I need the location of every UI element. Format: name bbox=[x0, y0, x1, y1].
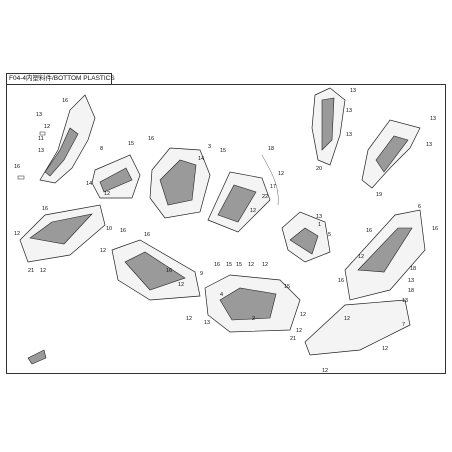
callout: 13 bbox=[38, 148, 44, 154]
callout: 13 bbox=[204, 320, 210, 326]
right-bracket bbox=[281, 211, 331, 263]
callout: 13 bbox=[426, 142, 432, 148]
callout: 14 bbox=[86, 181, 92, 187]
callout: 16 bbox=[148, 136, 154, 142]
callout: 12 bbox=[344, 316, 350, 322]
callout: 12 bbox=[104, 191, 110, 197]
callout: 13 bbox=[402, 298, 408, 304]
callout-labels: 16 13 12 11 13 16 8 14 12 15 16 3 14 15 … bbox=[14, 88, 438, 374]
callout: 13 bbox=[430, 116, 436, 122]
callout: 15 bbox=[284, 284, 290, 290]
direction-arrow-icon bbox=[27, 349, 47, 365]
callout: 16 bbox=[14, 164, 20, 170]
callout: 12 bbox=[14, 231, 20, 237]
callout: 16 bbox=[144, 232, 150, 238]
callout: 12 bbox=[178, 282, 184, 288]
callout: 16 bbox=[42, 206, 48, 212]
callout: 16 bbox=[338, 278, 344, 284]
callout: 12 bbox=[322, 368, 328, 374]
callout: 1 bbox=[318, 222, 321, 228]
callout: 16 bbox=[432, 226, 438, 232]
callout: 12 bbox=[44, 124, 50, 130]
center-floor bbox=[111, 239, 201, 301]
callout: 12 bbox=[250, 208, 256, 214]
left-rear-panel bbox=[17, 94, 96, 184]
callout: 13 bbox=[316, 214, 322, 220]
callout: 10 bbox=[106, 226, 112, 232]
right-side-panel bbox=[304, 209, 426, 356]
callout: 15 bbox=[220, 148, 226, 154]
center-left-panel bbox=[91, 154, 141, 199]
callout: 12 bbox=[40, 268, 46, 274]
callout: 13 bbox=[36, 112, 42, 118]
callout: 12 bbox=[296, 328, 302, 334]
callout: 4 bbox=[220, 292, 223, 298]
callout: 2 bbox=[252, 316, 255, 322]
callout: 12 bbox=[382, 346, 388, 352]
callout: 12 bbox=[262, 262, 268, 268]
callout: 21 bbox=[290, 336, 296, 342]
diagram-frame bbox=[6, 84, 446, 374]
callout: 15 bbox=[226, 262, 232, 268]
bottom-center-skid bbox=[204, 274, 301, 333]
callout: 3 bbox=[208, 144, 211, 150]
callout: 16 bbox=[366, 228, 372, 234]
callout: 19 bbox=[376, 192, 382, 198]
right-fender-20 bbox=[311, 87, 346, 166]
callout: 13 bbox=[346, 108, 352, 114]
callout: 11 bbox=[38, 136, 44, 142]
callout: 9 bbox=[200, 271, 203, 277]
callout: 16 bbox=[214, 262, 220, 268]
callout: 18 bbox=[410, 266, 416, 272]
callout: 12 bbox=[186, 316, 192, 322]
callout: 21 bbox=[28, 268, 34, 274]
callout: 18 bbox=[268, 146, 274, 152]
callout: 16 bbox=[62, 98, 68, 104]
callout: 13 bbox=[350, 88, 356, 94]
callout: 13 bbox=[408, 278, 414, 284]
callout: 8 bbox=[100, 146, 103, 152]
callout: 15 bbox=[128, 141, 134, 147]
center-triangle-panel bbox=[207, 154, 279, 233]
callout: 12 bbox=[248, 262, 254, 268]
left-footwell bbox=[19, 204, 106, 263]
callout: 7 bbox=[402, 322, 405, 328]
center-upper-panel bbox=[149, 147, 211, 219]
callout: 16 bbox=[166, 268, 172, 274]
callout: 12 bbox=[278, 171, 284, 177]
callout: 18 bbox=[408, 288, 414, 294]
callout: 12 bbox=[100, 248, 106, 254]
callout: 12 bbox=[358, 254, 364, 260]
callout: 6 bbox=[418, 204, 421, 210]
callout: 12 bbox=[300, 312, 306, 318]
callout: 16 bbox=[120, 228, 126, 234]
callout: 17 bbox=[270, 184, 276, 190]
callout: 13 bbox=[346, 132, 352, 138]
callout: 5 bbox=[328, 232, 331, 238]
right-fender-19 bbox=[361, 119, 421, 189]
callout: 15 bbox=[236, 262, 242, 268]
callout: 14 bbox=[198, 156, 204, 162]
callout: 22 bbox=[262, 194, 268, 200]
callout: 20 bbox=[316, 166, 322, 172]
